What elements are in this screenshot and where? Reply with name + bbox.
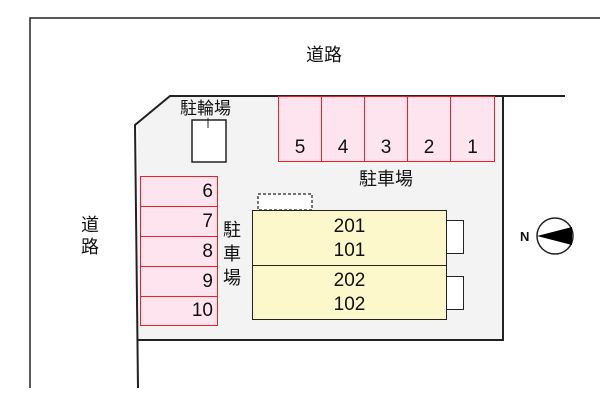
road-edge <box>29 17 600 388</box>
compass-north-label: N <box>520 229 530 244</box>
bicycle-shed <box>191 119 227 163</box>
north-arrow-icon <box>536 217 574 255</box>
parking-space-5: 5 <box>278 96 322 162</box>
balcony <box>446 276 464 310</box>
parking-label-left-2: 車 <box>223 244 241 265</box>
building-unit-201-101: 201 101 <box>252 210 447 267</box>
unit-number-lower: 102 <box>333 293 366 315</box>
parking-space-9: 9 <box>140 266 218 297</box>
parking-label-left-3: 場 <box>223 268 241 289</box>
parking-space-2: 2 <box>407 96 451 162</box>
parking-label-top: 駐車場 <box>359 169 413 190</box>
dashed-outline <box>257 193 313 211</box>
building-unit-202-102: 202 102 <box>252 265 447 320</box>
road-label-left: 道路 <box>81 215 99 258</box>
parking-space-4: 4 <box>321 96 365 162</box>
unit-number-upper: 201 <box>333 215 366 237</box>
parking-space-1: 1 <box>450 96 495 162</box>
parking-space-10: 10 <box>140 296 218 326</box>
parking-space-8: 8 <box>140 236 218 267</box>
parking-label-left-1: 駐 <box>223 220 241 241</box>
lot-boundary-right <box>138 96 504 341</box>
unit-number-lower: 101 <box>333 239 366 261</box>
balcony <box>446 220 464 254</box>
parking-space-3: 3 <box>364 96 408 162</box>
parking-space-6: 6 <box>140 176 218 207</box>
parking-space-7: 7 <box>140 206 218 237</box>
unit-number-upper: 202 <box>333 269 366 291</box>
bicycle-parking-label: 駐輪場 <box>180 99 231 119</box>
road-label-top: 道路 <box>306 45 342 66</box>
